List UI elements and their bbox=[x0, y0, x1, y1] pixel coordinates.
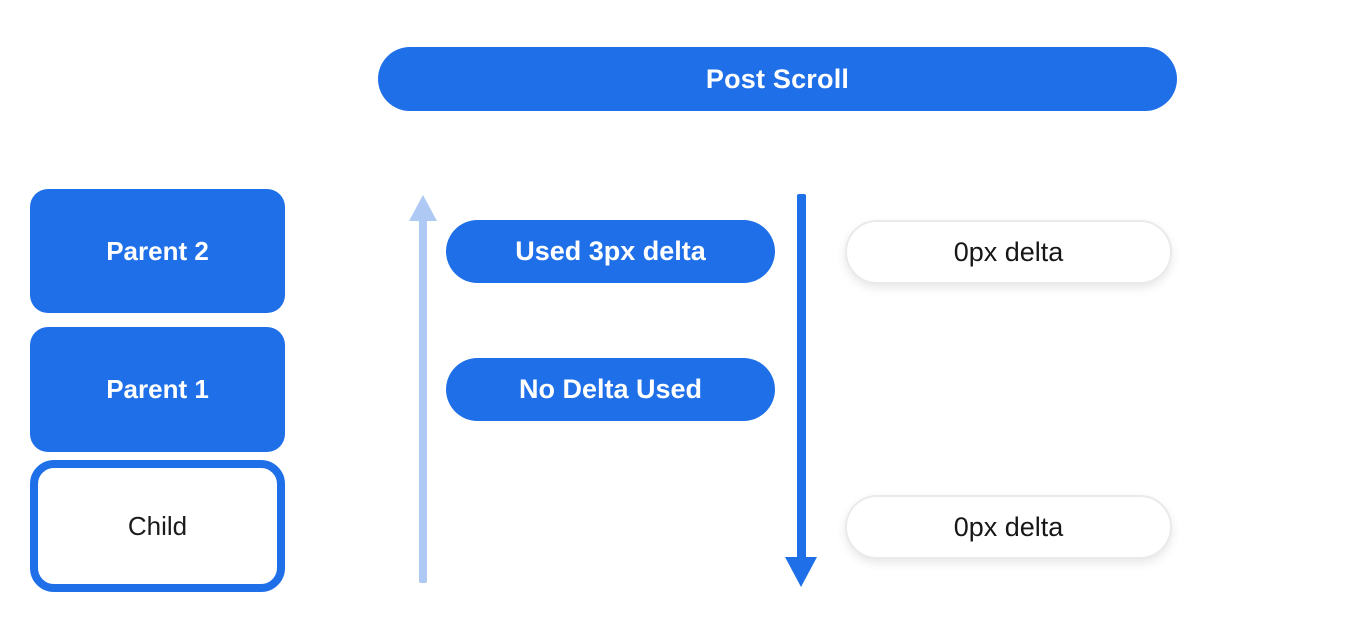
arrow-up-icon bbox=[409, 195, 437, 221]
parent-2-node: Parent 2 bbox=[30, 189, 285, 313]
arrow-up-line bbox=[419, 219, 427, 583]
post-scroll-banner: Post Scroll bbox=[378, 47, 1177, 111]
remaining-delta-badge-top: 0px delta bbox=[845, 220, 1172, 284]
arrow-down-line bbox=[797, 194, 806, 560]
child-node: Child bbox=[30, 460, 285, 592]
remaining-delta-badge-bottom: 0px delta bbox=[845, 495, 1172, 559]
arrow-down-icon bbox=[785, 557, 817, 587]
no-delta-used-badge: No Delta Used bbox=[446, 358, 775, 421]
used-delta-badge: Used 3px delta bbox=[446, 220, 775, 283]
parent-1-node: Parent 1 bbox=[30, 327, 285, 452]
